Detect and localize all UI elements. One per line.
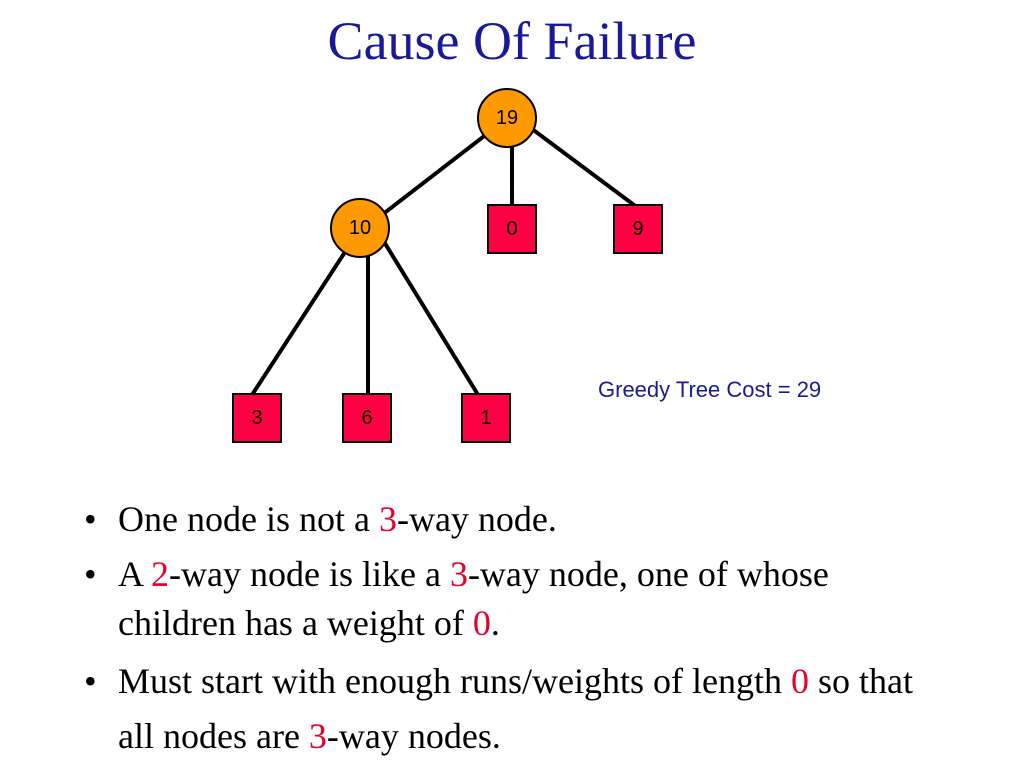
- edge-10-to-3: [248, 230, 360, 400]
- leaf-node-0-label: 0: [506, 218, 517, 240]
- leaf-node-9: [613, 204, 663, 254]
- root-node-label: 19: [496, 107, 518, 129]
- edge-root-to-9: [518, 118, 640, 210]
- internal-node-label: 10: [349, 217, 371, 239]
- leaf-node-3-label: 3: [251, 407, 262, 429]
- root-node: [477, 88, 537, 148]
- slide-title: Cause Of Failure: [327, 11, 697, 71]
- leaf-node-3: [232, 393, 282, 443]
- bullet-item-3: •Must start with enough runs/weights of …: [80, 654, 920, 764]
- bullet-dot-icon: •: [84, 661, 97, 701]
- internal-node: [330, 198, 390, 258]
- bullet-item-1: •One node is not a 3-way node.: [80, 492, 920, 547]
- bullet-dot-icon: •: [84, 554, 97, 594]
- bullet-dot-icon: •: [84, 499, 97, 539]
- bullet-list: •One node is not a 3-way node. •A 2-way …: [80, 492, 920, 764]
- leaf-node-1: [461, 393, 511, 443]
- leaf-node-6-label: 6: [361, 407, 372, 429]
- leaf-node-0: [487, 204, 537, 254]
- edge-root-to-10: [363, 118, 507, 230]
- edge-10-to-1: [376, 230, 482, 400]
- leaf-node-1-label: 1: [480, 407, 491, 429]
- leaf-node-6: [342, 393, 392, 443]
- greedy-tree-cost-label: Greedy Tree Cost = 29: [598, 377, 822, 402]
- bullet-item-2: •A 2-way node is like a 3-way node, one …: [80, 550, 920, 648]
- leaf-node-9-label: 9: [632, 218, 643, 240]
